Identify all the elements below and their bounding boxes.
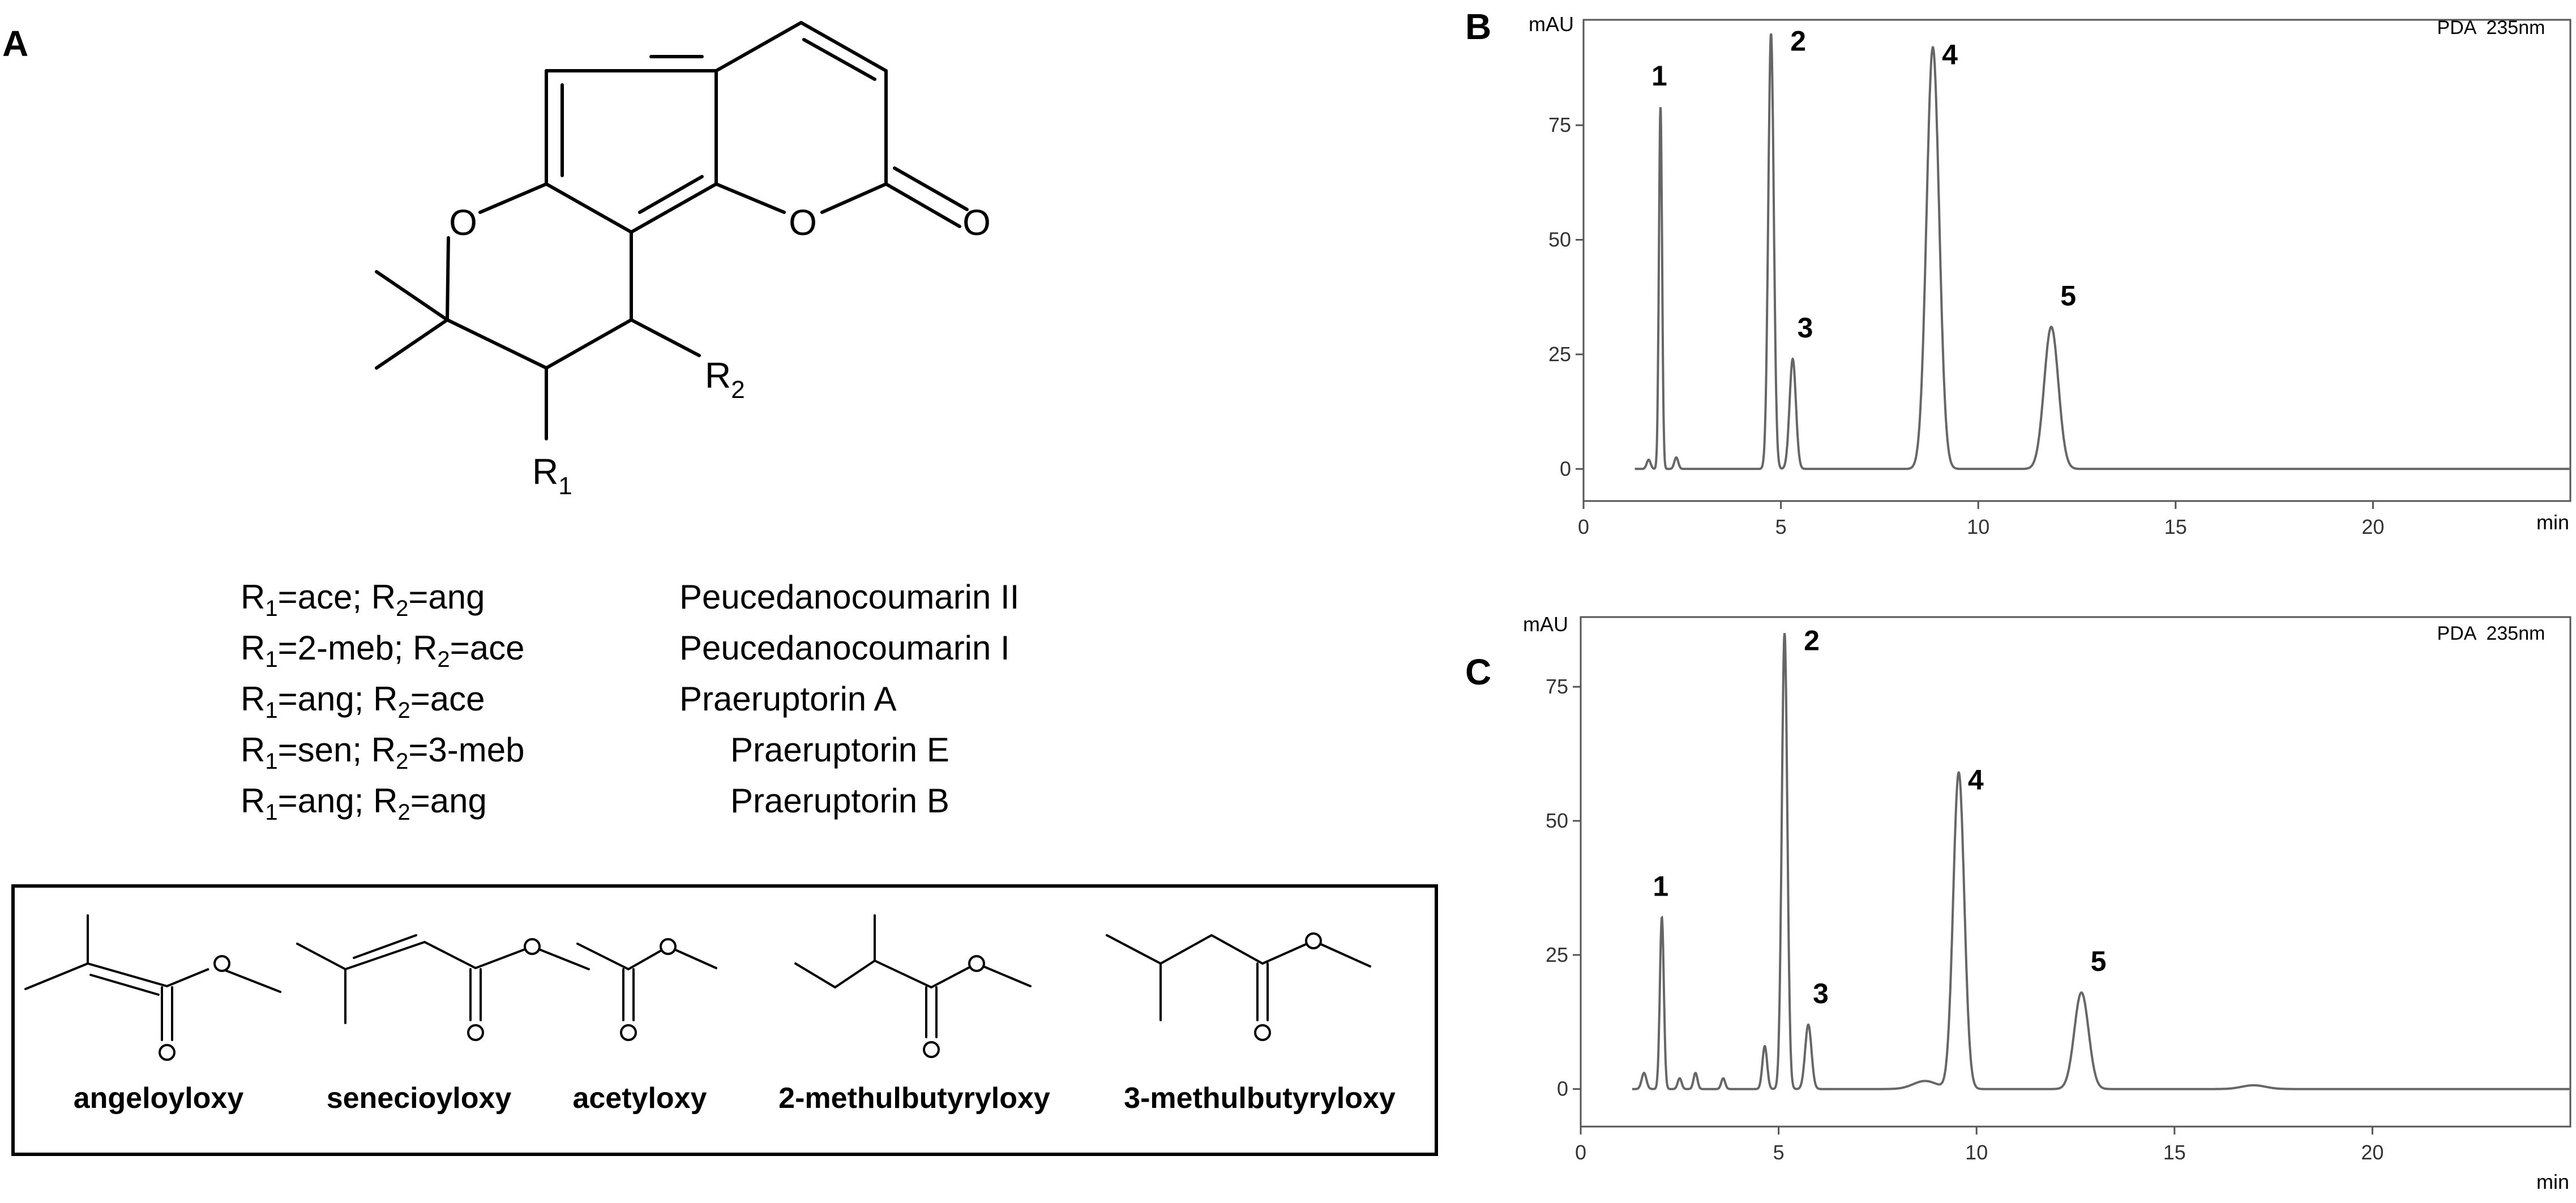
carbonyl-bond (884, 182, 961, 228)
x-tick-label: 10 (1967, 515, 1989, 538)
bond (714, 21, 803, 72)
compound-name: Praeruptorin B (730, 782, 949, 820)
r2-label: R2 (705, 355, 745, 404)
peak-label: 5 (2091, 945, 2107, 977)
detector-label: PDA 235nm (2437, 623, 2545, 644)
bond (446, 236, 450, 322)
2-methylbutyryloxy-structure (794, 914, 1032, 1058)
r2-bond (630, 318, 701, 357)
x-tick-label: 0 (1575, 1141, 1586, 1164)
r1-label: R1 (532, 451, 572, 500)
plot-frame (1580, 616, 2571, 1128)
panel-label-c: C (1465, 652, 1492, 692)
peak-label: 4 (1942, 39, 1958, 71)
substituent-row: R1=2-meb; R2=ace Peucedanocoumarin I (241, 628, 1146, 674)
y-axis-unit: mAU (1523, 614, 1568, 636)
x-tick-label: 0 (1578, 515, 1589, 538)
bond (714, 182, 786, 214)
group-name-angeloyloxy: angeloyloxy (73, 1082, 244, 1115)
y-tick-label: 0 (1560, 457, 1571, 480)
peak-label: 1 (1653, 871, 1668, 902)
x-tick-label: 15 (2164, 515, 2187, 538)
ring-oxygen: O (449, 202, 477, 243)
group-name-acetyloxy: acetyloxy (572, 1082, 707, 1115)
substituent-pattern: R1=ang; R2=ang (241, 782, 487, 825)
substituent-groups-box (11, 884, 1438, 1156)
plot-frame (1582, 19, 2571, 502)
y-tick-label: 75 (1546, 675, 1568, 698)
substituent-pattern: R1=ace; R2=ang (241, 578, 485, 621)
detector-label: PDA 235nm (2437, 17, 2545, 38)
y-tick-label: 50 (1548, 228, 1571, 251)
x-tick-label: 10 (1965, 1141, 1988, 1164)
angeloyloxy-structure (24, 914, 281, 1061)
compound-name: Praeruptorin E (730, 731, 949, 769)
x-tick-label: 15 (2163, 1141, 2186, 1164)
substituent-row: R1=ace; R2=ang Peucedanocoumarin II (241, 577, 1146, 623)
x-axis-unit: min (2536, 511, 2569, 534)
lactone-oxygen: O (789, 202, 817, 243)
substituent-row: R1=ang; R2=ang Praeruptorin B (241, 781, 1146, 827)
double-bond-inner (638, 175, 704, 214)
x-tick-label: 5 (1775, 515, 1787, 538)
y-tick-label: 25 (1548, 343, 1571, 366)
substituent-pattern: R1=ang; R2=ace (241, 680, 485, 723)
compound-name: Peucedanocoumarin I (679, 629, 1010, 667)
chromatogram-trace (1634, 33, 2570, 470)
panel-label-a: A (2, 23, 29, 64)
substituent-row: R1=ang; R2=ace Praeruptorin A (241, 679, 1146, 725)
peak-label: 5 (2060, 280, 2076, 311)
group-name-3-methylbutyryloxy: 3-methulbutyryloxy (1124, 1082, 1396, 1115)
bond (446, 318, 548, 370)
bond (545, 182, 633, 234)
peak-label: 2 (1804, 624, 1820, 656)
peak-label: 2 (1790, 25, 1806, 57)
double-bond-inner (802, 38, 876, 81)
peak-label: 3 (1813, 978, 1829, 1009)
x-tick-label: 20 (2361, 1141, 2384, 1164)
bond (630, 182, 718, 234)
chromatogram-b: mAU PDA 235nm min 0 5 10 15 20 0 25 50 75 1 2 3 4 5 (1529, 12, 2571, 538)
chromatogram-c: mAU PDA 235nm min 0 5 10 15 20 0 25 50 75 1 2 3 4 5 (1523, 614, 2571, 1193)
x-tick-label: 20 (2361, 515, 2384, 538)
methyl-bond (375, 270, 449, 322)
y-axis-unit: mAU (1529, 12, 1574, 36)
group-name-2-methylbutyryloxy: 2-methulbutyryloxy (778, 1082, 1050, 1115)
methyl-bond (375, 318, 449, 370)
peak-label: 3 (1798, 312, 1813, 344)
bond (545, 318, 633, 370)
substituent-group-structures (24, 914, 1371, 1061)
coumarin-structure: O O O R2 R1 (375, 21, 991, 500)
y-tick-label: 50 (1546, 809, 1568, 832)
x-tick-label: 5 (1773, 1141, 1785, 1164)
3-methylbutyryloxy-structure (1106, 932, 1371, 1041)
x-axis-unit: min (2536, 1170, 2569, 1193)
substituent-pattern: R1=2-meb; R2=ace (241, 629, 525, 672)
carbonyl-oxygen: O (962, 202, 991, 243)
bond (820, 182, 888, 214)
substituent-row: R1=sen; R2=3-meb Praeruptorin E (241, 730, 1146, 776)
peak-label: 1 (1651, 60, 1667, 92)
y-tick-label: 75 (1548, 113, 1571, 136)
bond (478, 182, 548, 214)
bond (799, 21, 888, 72)
compound-name: Peucedanocoumarin II (679, 578, 1020, 616)
substituent-pattern: R1=sen; R2=3-meb (241, 731, 525, 774)
panel-label-b: B (1465, 6, 1492, 47)
y-tick-label: 0 (1557, 1077, 1568, 1101)
chromatogram-trace (1632, 633, 2570, 1090)
peak-label: 4 (1968, 764, 1984, 796)
carbonyl-bond (893, 166, 969, 211)
group-name-senecioyloxy: senecioyloxy (326, 1082, 512, 1115)
y-tick-label: 25 (1546, 943, 1568, 966)
senecioyloxy-structure (296, 934, 590, 1041)
compound-name: Praeruptorin A (679, 680, 897, 718)
acetyloxy-structure (576, 938, 717, 1041)
